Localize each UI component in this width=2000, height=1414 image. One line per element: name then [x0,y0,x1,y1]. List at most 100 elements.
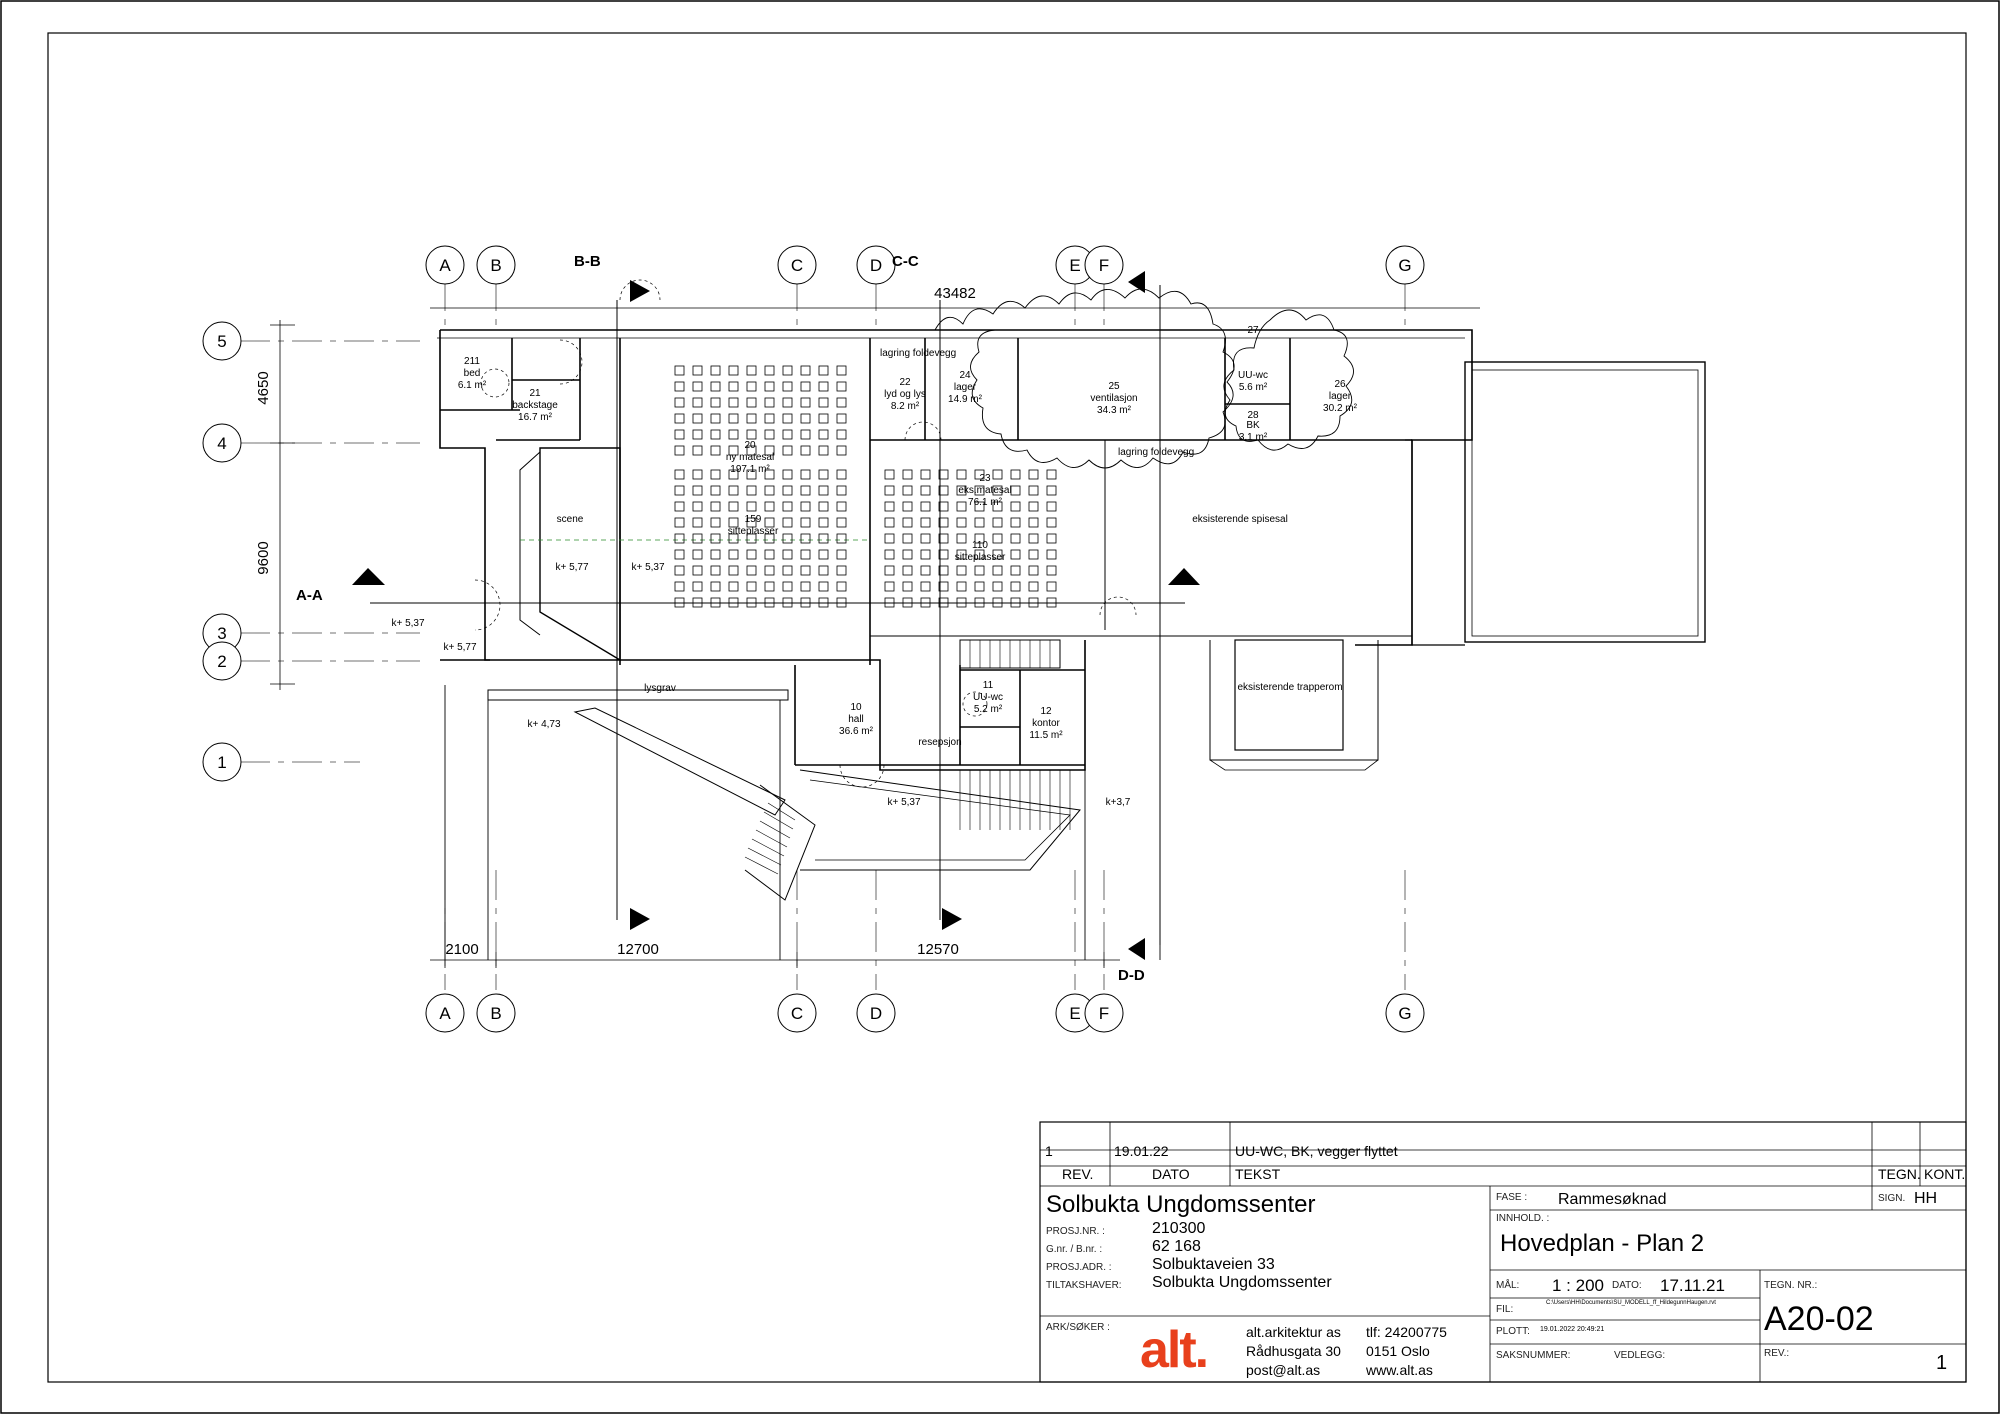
reception-label: resepsjon [918,737,961,748]
existing-hall-seat [974,581,985,592]
new-hall-seat [818,429,829,440]
drawing-title: Hovedplan - Plan 2 [1500,1230,1705,1257]
section-label-aa: A-A [296,587,323,604]
grid-bubble-row-4-circle [202,423,242,463]
new-hall-seat [728,533,739,544]
new-hall-seat [710,501,721,512]
revision-clouds [934,288,1354,469]
existing-hall-seat [1010,501,1021,512]
room-25-name: ventilasjon [1090,393,1137,404]
new-hall-seat [746,365,757,376]
grid-bubble-top-d-label: D [870,256,882,275]
grid-bubble-bottom-b-circle [476,993,516,1033]
label-prosj-nr: PROSJ.NR. : [1046,1226,1105,1237]
new-hall-seat [836,501,847,512]
label-tiltakshaver: TILTAKSHAVER: [1046,1280,1122,1291]
stage-label: scene [557,514,584,525]
new-hall-seat [836,485,847,496]
grid-bubble-bottom-g-circle [1385,993,1425,1033]
new-hall-seat [710,397,721,408]
existing-hall-seat [1028,501,1039,512]
grid-bubble-row-5-circle [202,321,242,361]
new-hall-seat [764,381,775,392]
new-hall-seat [764,517,775,528]
grid-bubble-row-2-circle [202,641,242,681]
existing-hall-seat [1028,581,1039,592]
label-mal: MÅL: [1496,1280,1520,1291]
new-hall-seat [728,581,739,592]
new-hall-seat [674,413,685,424]
grid-bubble-row-4-label: 4 [217,434,226,453]
new-hall-seat [782,469,793,480]
value-prosj-adr: Solbuktaveien 33 [1152,1256,1275,1273]
new-hall-seat [764,469,775,480]
label-fase: FASE : [1496,1192,1528,1203]
grid-bubble-row-1-circle [202,742,242,782]
existing-hall-seat [1028,469,1039,480]
new-hall-seat [836,549,847,560]
drawing-number: A20-02 [1764,1300,1874,1338]
new-hall-seat [746,469,757,480]
new-hall-seat [692,381,703,392]
new-hall-seat [818,381,829,392]
level-scene: k+ 5,77 [555,562,589,573]
grid-bubble-row-2-label: 2 [217,652,226,671]
stage-outline [539,447,621,662]
existing-hall-seat [974,517,985,528]
new-hall-seat [710,581,721,592]
label-tegn-nr: TEGN. NR.: [1764,1280,1818,1291]
new-hall-seat [782,581,793,592]
room-25-num: 25 [1108,381,1120,392]
level-lower: k+3,7 [1106,797,1131,808]
grid-bubble-top-d-circle [856,245,896,285]
new-hall-seat [692,397,703,408]
value-fase: Rammesøknad [1558,1191,1667,1208]
new-hall-seat [800,397,811,408]
new-hall-seat [818,413,829,424]
new-hall-seat [692,581,703,592]
new-hall-seat [692,565,703,576]
header-tekst: TEKST [1235,1166,1281,1182]
room-24-num: 24 [959,370,971,381]
grid-bubble-bottom-d-label: D [870,1004,882,1023]
existing-hall-seat [1028,565,1039,576]
room-10-name: hall [848,714,864,725]
existing-hall-seat [902,597,913,608]
room-28-num: 28 [1247,410,1259,421]
section-lines [370,285,1185,945]
new-hall-seat [836,597,847,608]
new-hall-seat [800,597,811,608]
existing-hall-seat [1046,485,1057,496]
office-email: post@alt.as [1246,1362,1321,1378]
existing-hall-seat [938,533,949,544]
grid-bubble-row-5-label: 5 [217,332,226,351]
new-hall-seat [674,365,685,376]
existing-hall-seat [1028,549,1039,560]
new-hall-seat [782,381,793,392]
section-arrow-cc-bottom [942,908,962,930]
existing-hall-seat [1010,469,1021,480]
new-hall-seat [782,597,793,608]
new-hall-seat [800,365,811,376]
section-label-bb: B-B [574,253,601,270]
room-26-area: 30.2 m² [1323,403,1358,414]
stair-treads [744,802,796,875]
new-hall-seat [782,445,793,456]
new-hall-seat [728,597,739,608]
level-labels: k+ 5,77 k+ 5,37 k+ 5,37 k+ 5,77 k+ 4,73 … [391,562,1130,808]
existing-hall-seat [902,549,913,560]
section-arrow-dd-bottom [1128,938,1145,960]
existing-hall-seat [920,581,931,592]
grid-bubble-top-a-label: A [439,256,451,275]
existing-hall-seat [1046,565,1057,576]
existing-hall-seat [902,581,913,592]
room-211-area: 6.1 m² [458,380,487,391]
room-27-area: 5.6 m² [1239,382,1268,393]
room-21-num: 21 [529,388,541,399]
existing-hall-seat [902,565,913,576]
new-hall-seat [728,381,739,392]
room-27-name: UU-wc [1238,370,1268,381]
room-28-name: BK [1246,420,1260,431]
new-hall-seat [710,445,721,456]
new-hall-seat [728,549,739,560]
